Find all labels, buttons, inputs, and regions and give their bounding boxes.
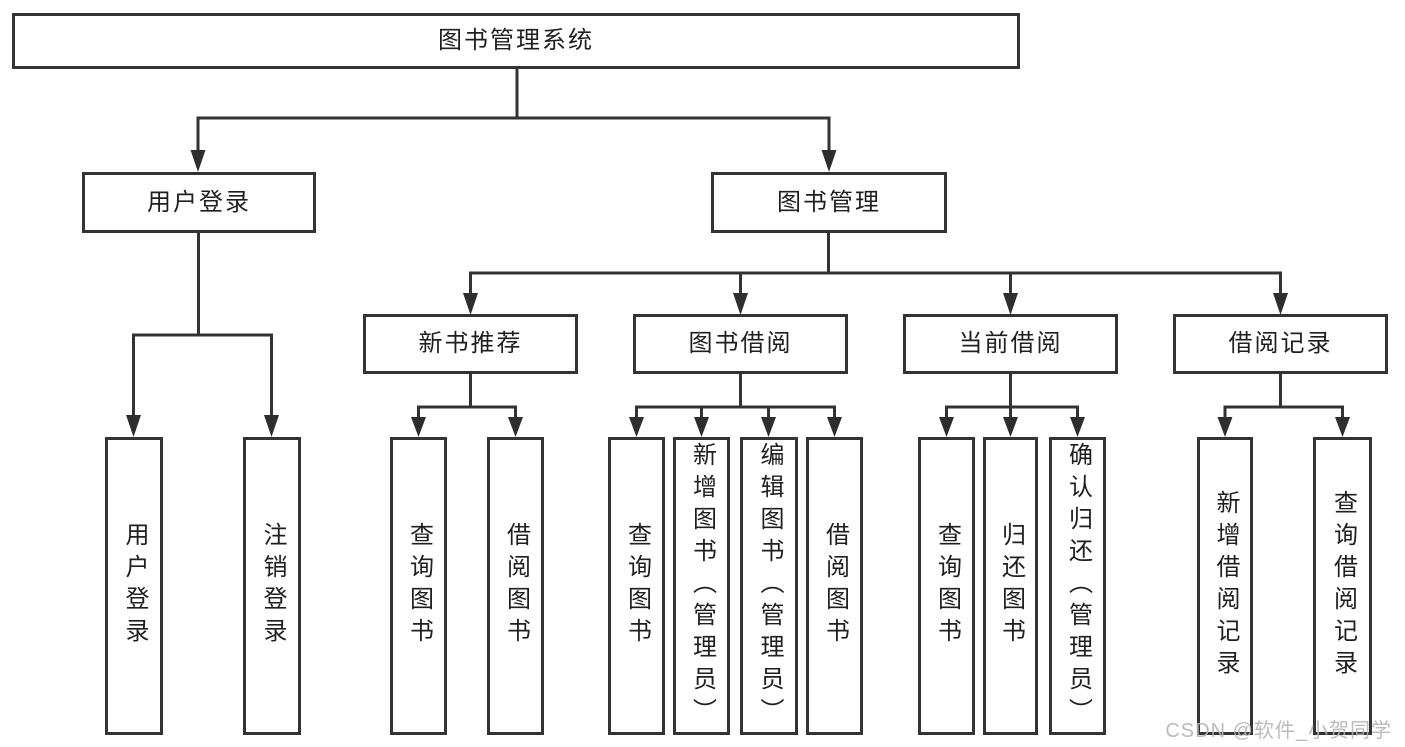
leaf-current-return-books: 归还图书	[983, 437, 1038, 735]
leaf-records-add-record: 新增借阅记录	[1197, 437, 1253, 735]
leaf-newbook-query-books: 查询图书	[390, 437, 447, 735]
node-root: 图书管理系统	[12, 13, 1020, 69]
leaf-borrow-query-books-label: 查询图书	[623, 522, 651, 650]
leaf-current-return-books-label: 归还图书	[997, 522, 1025, 650]
leaf-borrow-add-books-label: 新增图书（管理员）	[688, 442, 716, 730]
leaf-logout: 注销登录	[243, 437, 301, 735]
leaf-records-add-record-label: 新增借阅记录	[1212, 490, 1239, 682]
leaf-borrow-query-books: 查询图书	[608, 437, 665, 735]
leaf-newbook-borrow-books: 借阅图书	[487, 437, 544, 735]
node-borrow-records-label: 借阅记录	[1228, 330, 1333, 357]
node-book-borrow: 图书借阅	[633, 314, 848, 374]
node-book-borrow-label: 图书借阅	[688, 330, 793, 357]
leaf-user-login-label: 用户登录	[121, 522, 148, 650]
node-book-management-label: 图书管理	[777, 188, 881, 216]
leaf-borrow-edit-books: 编辑图书（管理员）	[740, 437, 798, 735]
leaf-current-confirm-return: 确认归还（管理员）	[1049, 437, 1106, 735]
node-current-borrow: 当前借阅	[903, 314, 1118, 374]
node-current-borrow-label: 当前借阅	[958, 330, 1063, 357]
node-new-book-recommend: 新书推荐	[363, 314, 578, 374]
node-book-management: 图书管理	[711, 172, 947, 233]
leaf-borrow-add-books: 新增图书（管理员）	[673, 437, 730, 735]
node-user-login-label: 用户登录	[147, 188, 251, 216]
leaf-user-login: 用户登录	[105, 437, 163, 735]
leaf-newbook-borrow-books-label: 借阅图书	[502, 522, 530, 650]
csdn-watermark: CSDN @软件_小贺同学	[1165, 720, 1392, 742]
leaf-current-confirm-return-label: 确认归还（管理员）	[1064, 442, 1092, 730]
leaf-current-query-books: 查询图书	[918, 437, 975, 735]
leaf-records-query-record-label: 查询借阅记录	[1329, 490, 1357, 682]
node-root-label: 图书管理系统	[438, 27, 594, 54]
leaf-records-query-record: 查询借阅记录	[1313, 437, 1372, 735]
leaf-newbook-query-books-label: 查询图书	[405, 522, 433, 650]
node-borrow-records: 借阅记录	[1173, 314, 1388, 374]
leaf-logout-label: 注销登录	[259, 522, 286, 650]
node-user-login: 用户登录	[82, 172, 316, 233]
leaf-borrow-edit-books-label: 编辑图书（管理员）	[756, 442, 783, 730]
node-new-book-recommend-label: 新书推荐	[418, 330, 523, 357]
leaf-borrow-borrow-books-label: 借阅图书	[821, 522, 849, 650]
leaf-current-query-books-label: 查询图书	[933, 522, 961, 650]
leaf-borrow-borrow-books: 借阅图书	[806, 437, 863, 735]
